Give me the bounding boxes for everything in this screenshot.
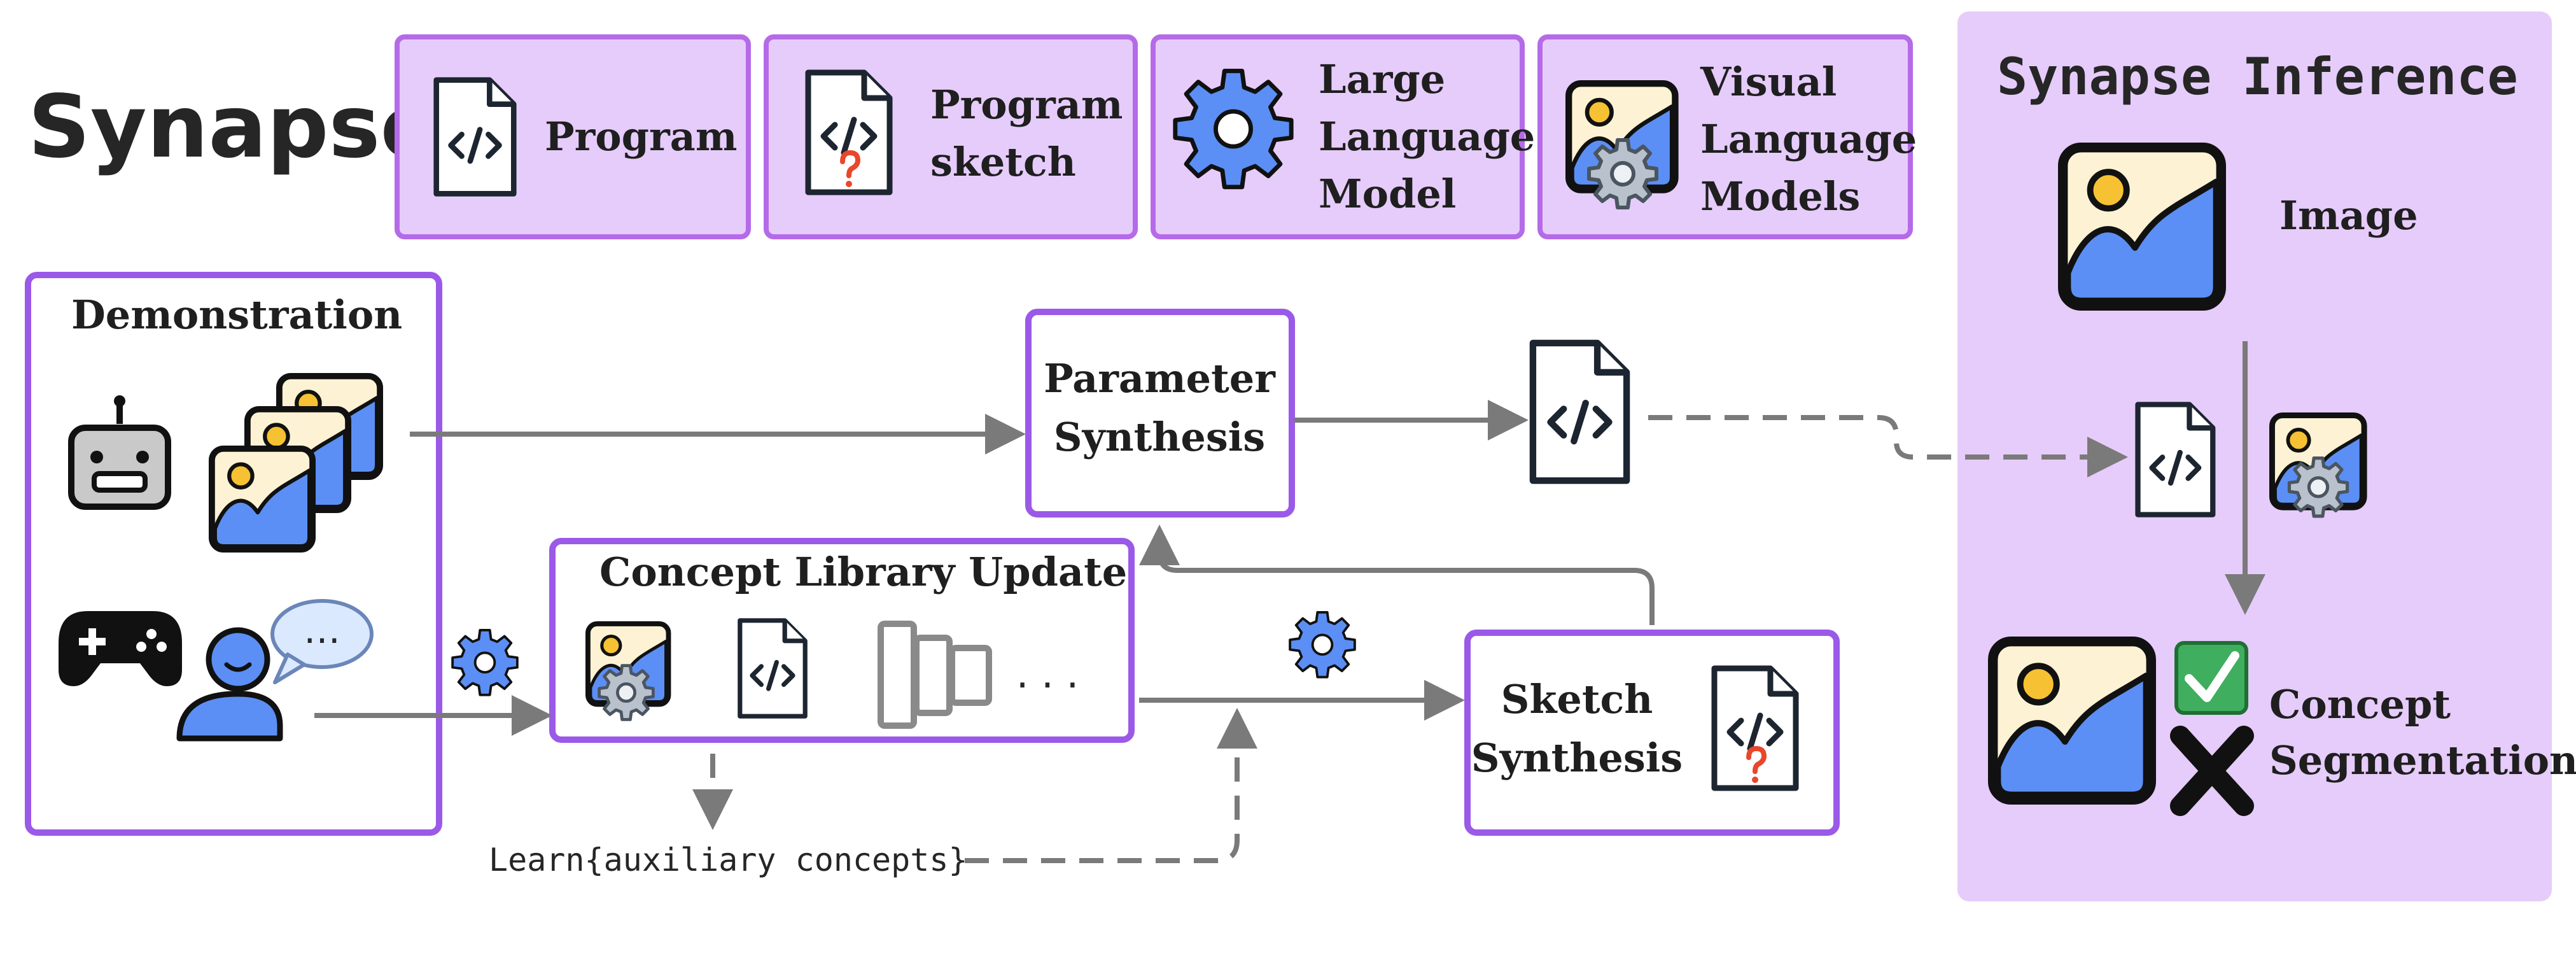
program-sketch-icon: [808, 73, 890, 192]
image-icon: [2063, 148, 2222, 306]
program-icon: [2138, 405, 2213, 515]
inference-heading: Synapse Inference: [1997, 47, 2518, 106]
gear-icon: [1175, 71, 1291, 187]
inference-panel: Synapse Inference Image Concept Segmenta…: [1957, 11, 2576, 901]
speech-bubble-icon: …: [270, 599, 374, 684]
legend-sketch-line2: sketch: [930, 139, 1076, 185]
parameter-synthesis-line1: Parameter: [1044, 355, 1276, 402]
sketch-synthesis-line1: Sketch: [1501, 676, 1653, 722]
legend-program-label: Program: [545, 113, 737, 160]
gear-icon: [1289, 610, 1356, 679]
legend-llm-line3: Model: [1319, 171, 1456, 217]
robot-icon: [68, 395, 171, 510]
person-icon: [176, 627, 283, 742]
legend-vlm-line1: Visual: [1700, 59, 1837, 105]
flow-arrows: [314, 400, 2128, 863]
program-icon: [437, 80, 514, 194]
program-sketch-icon: [1714, 668, 1796, 788]
program-icon: [740, 621, 805, 716]
concept-library-heading: Concept Library Update: [599, 549, 1127, 595]
inference-segmentation-line1: Concept: [2269, 681, 2451, 728]
checkmark-icon: [2174, 641, 2248, 715]
learn-auxiliary-concepts-label: Learn{auxiliary concepts}: [489, 842, 968, 878]
parameter-synthesis-line2: Synthesis: [1054, 414, 1265, 460]
legend-llm-line2: Language: [1319, 113, 1535, 160]
sketch-synthesis-line2: Synthesis: [1471, 735, 1683, 781]
legend-vlm-line2: Language: [1700, 116, 1917, 162]
gamepad-icon: [59, 611, 182, 686]
concept-library-box: Concept Library Update . . .: [549, 538, 1135, 743]
gear-icon: [451, 628, 519, 696]
legend-llm-line1: Large: [1319, 56, 1445, 102]
concept-library-ellipsis: . . .: [1016, 651, 1079, 697]
parameter-synthesis-box: [1025, 309, 1295, 518]
program-icon: [1533, 343, 1627, 481]
vlm-icon: [2272, 415, 2364, 516]
vlm-icon: [588, 624, 669, 719]
arrow-learn-to-sketch-input: [965, 708, 1257, 863]
legend-sketch-line1: Program: [930, 81, 1123, 128]
demonstration-box: Demonstration: [25, 272, 442, 836]
demonstration-border: [25, 272, 442, 836]
inference-image-label: Image: [2279, 192, 2418, 239]
legend: Program Program sketch Large Language Mo…: [395, 34, 1917, 239]
speech-bubble-text: …: [304, 609, 340, 652]
cross-icon: [2170, 726, 2254, 816]
image-icon: [1993, 642, 2152, 800]
inference-segmentation-line2: Segmentation: [2269, 737, 2576, 784]
vlm-icon: [1569, 83, 1675, 208]
columns-icon: [878, 621, 992, 729]
arrow-sketch-to-parameter: [1139, 525, 1655, 625]
demonstration-heading: Demonstration: [71, 292, 402, 338]
page-title: Synapse: [28, 77, 439, 178]
legend-vlm-line3: Models: [1700, 173, 1860, 220]
arrow-program-to-inference: [1648, 415, 2128, 477]
